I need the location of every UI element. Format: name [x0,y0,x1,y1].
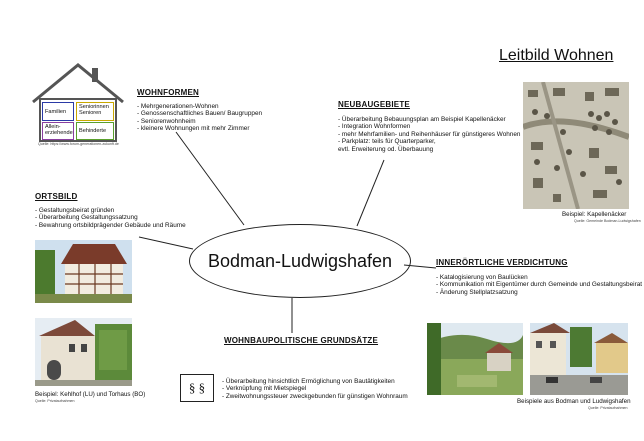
house-cell-senioren: Seniorinnen Senioren [76,102,114,121]
list-item: - Seniorenwohnheim [137,117,196,125]
list-item: - Parkplatz: teils für Quarterparker, [338,138,436,146]
house-cell-behinderte: Behinderte [76,122,114,140]
verdichtung-title: INNERÖRTLICHE VERDICHTUNG [436,258,568,267]
bodman-lot-photo [427,323,523,395]
list-item: - Mehrgenerationen-Wohnen [137,103,219,110]
center-label: Bodman-Ludwigshafen [207,250,393,271]
list-item: - Katalogisierung von Baulücken [436,274,528,281]
list-item: - Überarbeitung Gestaltungssatzung [35,214,138,222]
kapellenaecker-source: Quelle: Gemeinde Bodman-Ludwigshafen [574,219,641,223]
list-item: - mehr Mehrfamilien- und Reihenhäuser fü… [338,130,521,138]
house-cell-familien: Familien [42,102,74,121]
list-item: evtl. Erweiterung od. Überbauung [338,145,434,153]
ludwigshafen-street-photo [530,323,628,395]
verdichtung-list: - Katalogisierung von Baulücken - Kommun… [436,274,642,296]
line-to-wohnformen [175,131,245,226]
paragraph-icon: § § [180,374,214,402]
list-item: - kleinere Wohnungen mit mehr Zimmer [137,125,250,133]
list-item: - Gestaltungsbeirat gründen [35,207,115,214]
kehlhof-photo [35,240,132,303]
line-to-neubaugebiete [356,159,385,227]
house-illustration: Familien Seniorinnen Senioren Allein-erz… [30,62,126,150]
verdichtung-caption: Beispiele aus Bodman und Ludwigshafen [517,398,631,405]
list-item: - Überarbeitung hinsichtlich Ermöglichun… [222,378,395,385]
kapellenaecker-caption: Beispiel: Kapellenäcker [562,211,627,218]
ortsbild-source: Quelle: Privataufnahmen [35,399,75,403]
list-item: - Überarbeitung Bebauungsplan am Beispie… [338,116,506,123]
center-ellipse [189,224,411,298]
list-item: - Integration Wohnformen [338,123,411,131]
house-source: Quelle: https://www.forum-generationen-z… [38,142,119,146]
ortsbild-list: - Gestaltungsbeirat gründen - Überarbeit… [35,207,186,229]
house-body: Familien Seniorinnen Senioren Allein-erz… [39,98,117,142]
house-cell-alleinerziehende: Allein-erziehende [42,122,74,140]
house-roof-icon [32,63,124,104]
wohnformen-list: - Mehrgenerationen-Wohnen - Genossenscha… [137,103,262,133]
list-item: - Zweitwohnungssteuer zweckgebunden für … [222,392,408,400]
neubaugebiete-title: NEUBAUGEBIETE [338,100,410,109]
kapellenaecker-plan-image [523,82,629,209]
list-item: - Kommunikation mit Eigentümer durch Gem… [436,281,643,289]
list-item: - Änderung Stellplatzsatzung [436,288,518,296]
torhaus-photo [35,318,132,386]
list-item: - Bewahrung ortsbildprägender Gebäude un… [35,221,186,229]
list-item: - Verknüpfung mit Mietspiegel [222,385,307,393]
line-to-ortsbild [138,236,194,250]
ortsbild-caption: Beispiel: Kehlhof (LU) und Torhaus (BO) [35,391,146,398]
verdichtung-source: Quelle: Privataufnahmen [588,406,628,410]
wohnbaupolitik-list: - Überarbeitung hinsichtlich Ermöglichun… [222,378,408,400]
list-item: - Genossenschaftliches Bauen/ Baugruppen [137,110,263,118]
page-title: Leitbild Wohnen [499,47,614,64]
wohnbaupolitik-title: WOHNBAUPOLITISCHE GRUNDSÄTZE [224,336,379,345]
ortsbild-title: ORTSBILD [35,192,78,201]
wohnformen-title: WOHNFORMEN [137,88,199,97]
neubaugebiete-list: - Überarbeitung Bebauungsplan am Beispie… [338,116,520,153]
